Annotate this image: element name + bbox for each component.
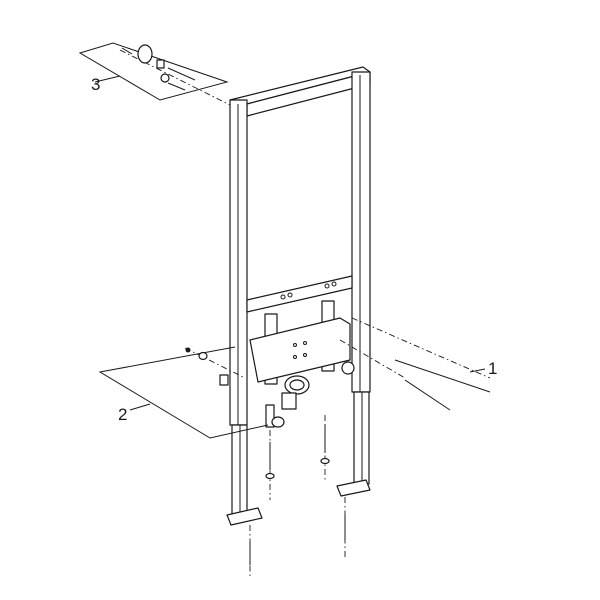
part-1-anchor-rods	[339, 317, 491, 411]
callout-3: 3	[91, 75, 100, 94]
callout-2: 2	[118, 405, 127, 424]
part-3-bracket-set	[78, 42, 241, 111]
installation-frame	[219, 66, 371, 526]
callout-1: 1	[488, 359, 497, 378]
fixing-bolts	[249, 415, 346, 578]
part-2-wall-fixing	[98, 346, 269, 439]
